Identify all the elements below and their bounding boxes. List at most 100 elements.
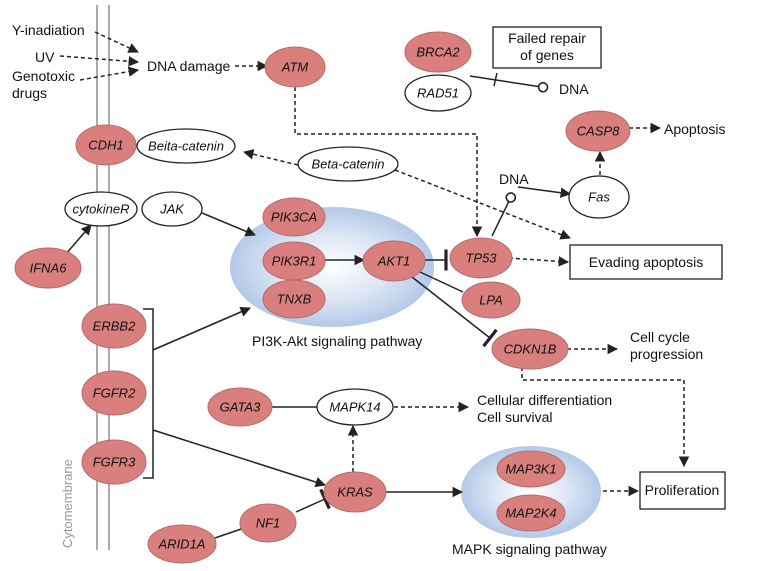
edge-dna-fas xyxy=(517,186,572,198)
gene-node-mapk14: MAPK14 xyxy=(316,388,394,426)
gene-node-shape xyxy=(239,503,297,543)
gene-label: ERBB2 xyxy=(93,319,136,334)
gene-node-shape xyxy=(491,328,569,370)
gene-label: cytokineR xyxy=(72,202,129,217)
gene-label: CDH1 xyxy=(88,138,123,153)
cell-diff-label-1: Cellular differentiation xyxy=(477,392,612,408)
gene-label: Fas xyxy=(588,190,610,205)
dna-damage-label: DNA damage xyxy=(147,58,230,74)
gene-node-atm: ATM xyxy=(264,46,326,88)
edge-akt1-lpa xyxy=(419,271,464,293)
gene-label: BRCA2 xyxy=(416,45,460,60)
gene-label: CDKN1B xyxy=(504,342,557,357)
failed-repair-box: Failed repair of genes xyxy=(492,26,602,69)
gene-node-ifna6: IFNA6 xyxy=(14,247,82,289)
gene-node-shape xyxy=(404,74,472,112)
gene-label: FGFR2 xyxy=(93,386,136,401)
gene-node-shape xyxy=(449,237,513,279)
gene-node-shape xyxy=(264,46,326,88)
gene-label: MAPK14 xyxy=(329,400,380,415)
edge-beta-catenin-right-left xyxy=(242,149,299,166)
gene-node-gata3: GATA3 xyxy=(207,387,273,427)
gene-label: TNXB xyxy=(277,292,312,307)
failed-repair-label-1: Failed repair xyxy=(508,30,586,46)
receptor-bracket xyxy=(143,308,154,479)
edge-rad51-dna xyxy=(469,75,549,93)
gene-node-shape xyxy=(136,128,236,164)
edge-beta-catenin-evading xyxy=(394,169,571,240)
gene-node-kras: KRAS xyxy=(323,471,387,513)
gene-label: PIK3R1 xyxy=(272,254,317,269)
gene-label: AKT1 xyxy=(377,254,411,269)
gene-node-shape xyxy=(404,31,472,73)
gene-node-erbb2: ERBB2 xyxy=(81,303,147,349)
gene-node-shape xyxy=(362,240,426,282)
gene-label: MAP2K4 xyxy=(505,506,556,521)
cell-cycle-label-1: Cell cycle xyxy=(630,329,690,345)
gene-node-pik3r1: PIK3R1 xyxy=(262,241,326,281)
dna-mid-label: DNA xyxy=(499,171,529,187)
gene-node-shape xyxy=(316,388,394,426)
gene-label: PIK3CA xyxy=(271,210,317,225)
proliferation-label: Proliferation xyxy=(645,482,720,498)
gene-label: FGFR3 xyxy=(93,455,136,470)
gene-label: Beta-catenin xyxy=(312,157,385,172)
gene-node-shape xyxy=(262,279,326,319)
mapk-pathway-label: MAPK signaling pathway xyxy=(452,541,607,557)
edge-brca2-inhibition xyxy=(493,72,498,87)
failed-repair-label-2: of genes xyxy=(520,47,574,63)
gene-label: ATM xyxy=(281,60,309,75)
gene-node-jak: JAK xyxy=(141,191,203,227)
gene-node-shape xyxy=(297,146,399,182)
edge-arid1a-nf1 xyxy=(211,527,245,540)
edge-ifna6-cytokiner xyxy=(64,224,92,256)
gene-node-shape xyxy=(141,191,203,227)
edge-radiation-dna-damage xyxy=(94,31,139,53)
cell-diff-label-2: Cell survival xyxy=(477,409,552,425)
gene-node-brca2: BRCA2 xyxy=(404,31,472,73)
mapk-pathway-region xyxy=(461,446,601,538)
gene-node-shape xyxy=(565,110,631,152)
gene-label: CASP8 xyxy=(577,124,620,139)
gene-node-rad51: RAD51 xyxy=(404,74,472,112)
gene-label: TP53 xyxy=(465,251,497,266)
gene-label: ARID1A xyxy=(158,537,206,552)
stimulus-uv-label: UV xyxy=(35,49,55,65)
gene-label: KRAS xyxy=(337,485,373,500)
pi3k-pathway-label: PI3K-Akt signaling pathway xyxy=(252,333,422,349)
gene-node-shape xyxy=(262,197,326,237)
gene-node-map2k4: MAP2K4 xyxy=(496,494,566,532)
stimulus-radiation-label: Y-inadiation xyxy=(12,22,85,38)
gene-label: JAK xyxy=(159,202,185,217)
gene-node-beta-catenin-right: Beta-catenin xyxy=(297,146,399,182)
stimulus-genotoxic-label-1: Genotoxic xyxy=(12,68,75,84)
gene-node-cdh1: CDH1 xyxy=(75,124,137,166)
gene-node-arid1a: ARID1A xyxy=(147,524,217,564)
evading-apoptosis-box: Evading apoptosis xyxy=(569,244,723,280)
edge-tp53-dna xyxy=(491,192,517,237)
gene-node-shape xyxy=(568,175,630,219)
gene-label: LPA xyxy=(479,293,503,308)
gene-label: NF1 xyxy=(256,516,281,531)
gene-node-nf1: NF1 xyxy=(239,503,297,543)
gene-node-shape xyxy=(496,494,566,532)
edge-receptors-kras xyxy=(152,429,327,488)
gene-node-shape xyxy=(496,450,566,488)
gene-node-beta-catenin-left: Beita-catenin xyxy=(136,128,236,164)
gene-node-fgfr3: FGFR3 xyxy=(81,439,147,485)
cytomembrane-label: Cytomembrane xyxy=(60,459,75,548)
gene-node-map3k1: MAP3K1 xyxy=(496,450,566,488)
edges xyxy=(59,31,690,540)
apoptosis-label: Apoptosis xyxy=(664,121,725,137)
gene-node-pik3ca: PIK3CA xyxy=(262,197,326,237)
edge-jak-pi3k xyxy=(201,212,256,237)
gene-node-tnxb: TNXB xyxy=(262,279,326,319)
gene-node-shape xyxy=(81,303,147,349)
edge-atm-tp53 xyxy=(294,87,483,238)
gene-node-shape xyxy=(64,191,138,227)
cell-cycle-label-2: progression xyxy=(630,346,703,362)
dna-top-label: DNA xyxy=(559,81,589,97)
gene-node-tp53: TP53 xyxy=(449,237,513,279)
gene-label: GATA3 xyxy=(220,400,261,415)
